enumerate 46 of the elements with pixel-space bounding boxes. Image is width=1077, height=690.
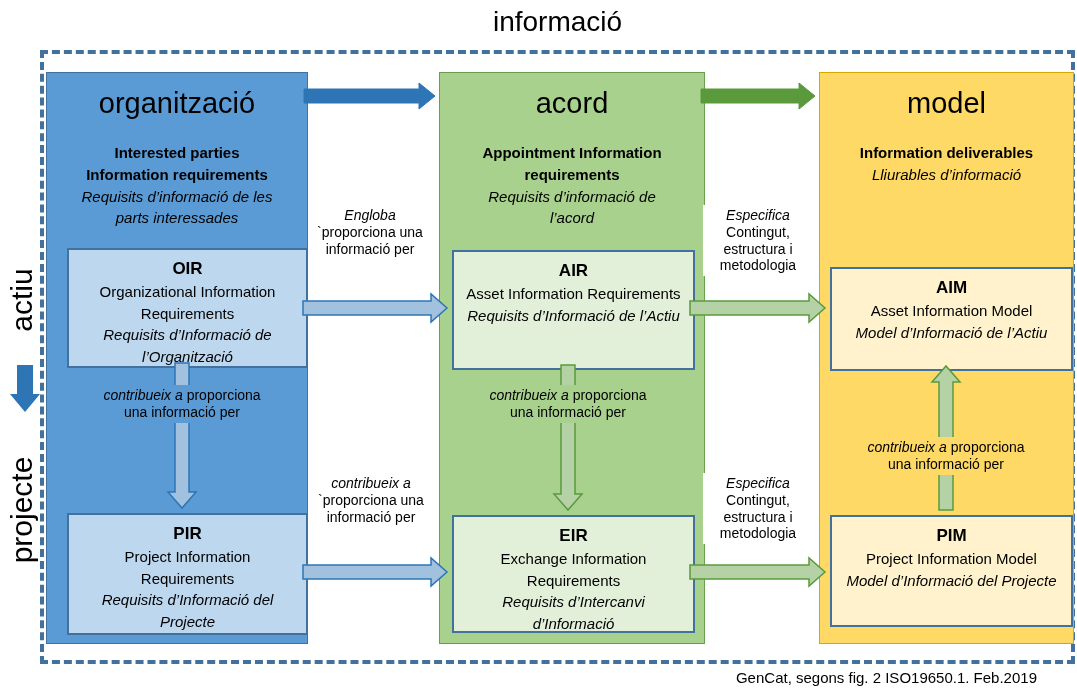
box-description: Exchange Information Requirements: [499, 548, 648, 591]
panel-heading: organització: [97, 87, 257, 120]
acronym: AIM: [934, 277, 969, 299]
box-description: Asset Information Requirements: [465, 283, 682, 304]
stage-panel: [439, 72, 705, 644]
axis-label: projecte: [5, 456, 39, 564]
block-arrow: [700, 82, 816, 110]
stage-panel: [46, 72, 308, 644]
block-arrow: [689, 292, 827, 324]
box-description: Project Information Requirements: [123, 546, 252, 589]
panel-translation: Requisits d’informació de les parts interessades: [80, 186, 274, 229]
block-arrow: [302, 292, 449, 324]
axis-label: actiu: [5, 268, 39, 332]
requirement-box: [830, 267, 1073, 371]
caption: GenCat, segons fig. 2 ISO19650.1. Feb.2019: [735, 669, 1037, 686]
stage-panel: [819, 72, 1074, 644]
box-translation: Model d’Informació del Projecte: [845, 570, 1058, 591]
acronym: AIR: [557, 260, 590, 282]
panel-translation: Requisits d’informació de l’acord: [487, 186, 657, 229]
box-translation: Requisits d’Intercanvi d’Informació: [501, 592, 646, 635]
acronym: OIR: [171, 258, 204, 280]
acronym: EIR: [558, 525, 589, 547]
box-translation: Requisits d’Informació del Projecte: [100, 590, 275, 633]
panel-subheading: Appointment Information requirements: [481, 143, 663, 185]
panel-heading: acord: [534, 87, 610, 120]
box-description: Project Information Model: [865, 548, 1038, 569]
requirement-box: [452, 515, 695, 633]
block-arrow: [303, 82, 436, 110]
box-translation: Requisits d’Informació de l’Actiu: [466, 305, 681, 326]
panel-subheading: Interested parties Information requirements: [85, 143, 269, 185]
panel-heading: model: [906, 87, 987, 120]
frame-title: informació: [491, 6, 624, 38]
acronym: PIM: [935, 525, 968, 547]
box-translation: Model d’Informació de l’Actiu: [854, 322, 1049, 343]
block-arrow: [302, 556, 449, 588]
requirement-box: [452, 250, 695, 370]
box-description: Organizational Information Requirements: [98, 281, 277, 324]
box-translation: Requisits d’Informació de l’Organització: [102, 325, 273, 368]
requirement-box: [830, 515, 1073, 627]
block-arrow: [689, 556, 827, 588]
panel-translation: Lliurables d’informació: [870, 164, 1023, 185]
requirement-box: [67, 248, 308, 368]
acronym: PIR: [172, 523, 203, 545]
panel-subheading: Information deliverables: [858, 143, 1035, 163]
box-description: Asset Information Model: [869, 300, 1034, 321]
requirement-box: [67, 513, 308, 635]
